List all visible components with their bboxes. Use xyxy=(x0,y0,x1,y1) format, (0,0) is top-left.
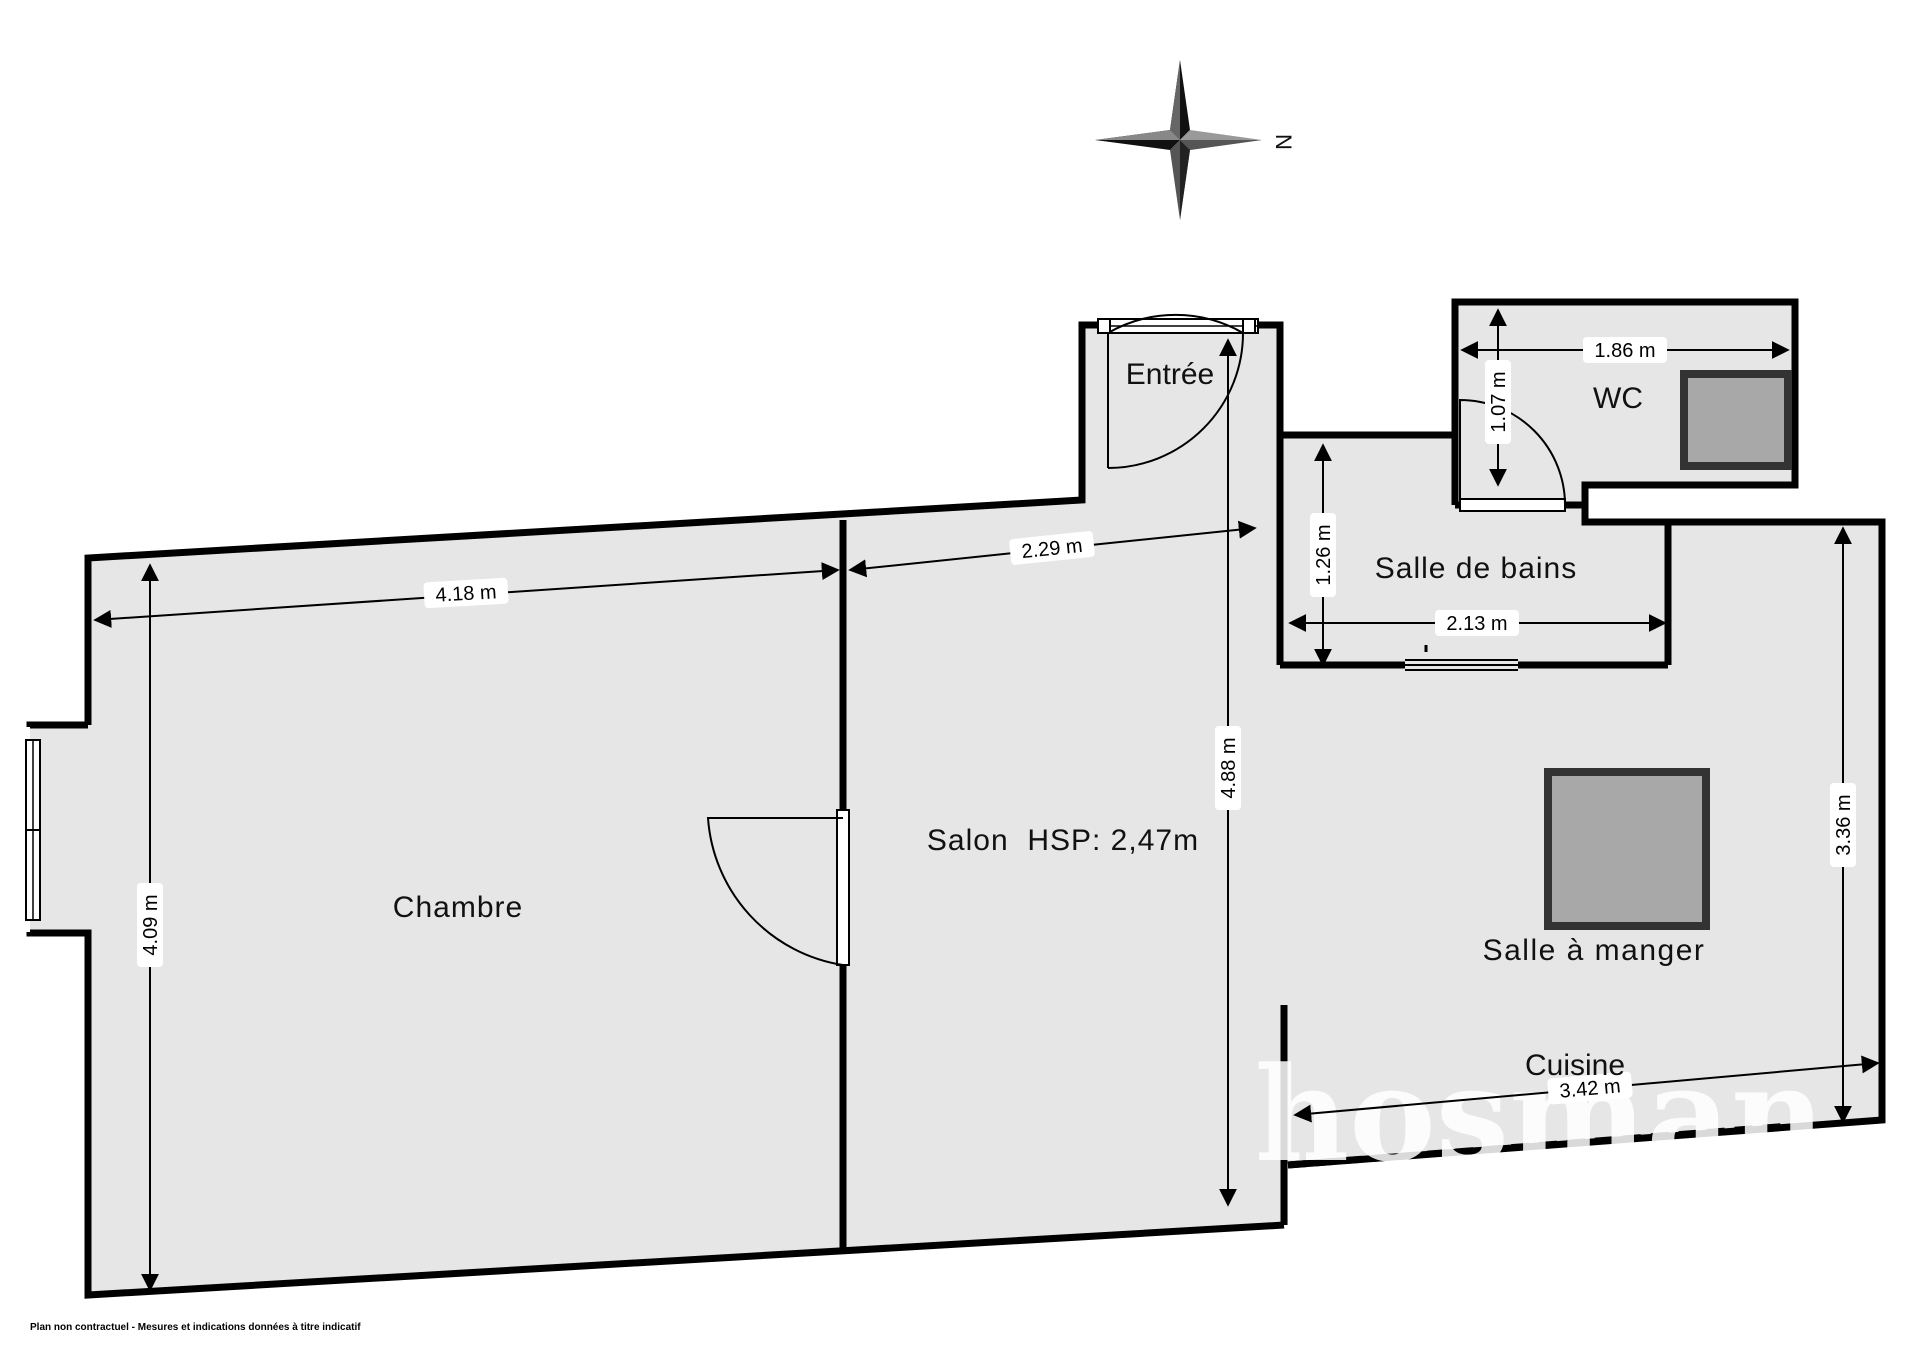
dim-chambre-width: 4.18 m xyxy=(423,577,509,609)
svg-text:4.18 m: 4.18 m xyxy=(435,581,497,606)
svg-text:3.42 m: 3.42 m xyxy=(1559,1075,1622,1102)
interior-walls xyxy=(839,435,1672,1250)
sliding-door-sdb xyxy=(1405,645,1518,671)
svg-text:4.88 m: 4.88 m xyxy=(1218,737,1240,798)
svg-text:3.36 m: 3.36 m xyxy=(1833,794,1855,855)
window-chambre xyxy=(25,739,41,921)
dining-table xyxy=(1544,768,1710,930)
room-label-cuisine: Cuisine xyxy=(1525,1049,1625,1082)
dim-salon-height: 4.88 m xyxy=(1215,726,1241,810)
room-label-salle-a-manger: Salle à manger xyxy=(1483,934,1706,967)
room-label-entree: Entrée xyxy=(1126,358,1214,391)
door-wc xyxy=(1459,398,1566,512)
room-label-chambre: Chambre xyxy=(393,891,523,924)
svg-text:4.09 m: 4.09 m xyxy=(140,894,162,955)
svg-text:1.07 m: 1.07 m xyxy=(1488,371,1510,432)
compass-icon xyxy=(1095,60,1262,220)
disclaimer-text: Plan non contractuel - Mesures et indica… xyxy=(30,1322,361,1333)
north-label: N xyxy=(1271,134,1296,150)
dim-wc-height: 1.07 m xyxy=(1485,360,1511,444)
floor-area xyxy=(30,302,1882,1295)
door-chambre-salon xyxy=(706,809,850,966)
room-label-salon: Salon HSP: 2,47m xyxy=(927,824,1199,857)
svg-text:2.13 m: 2.13 m xyxy=(1446,613,1507,635)
dim-cuisine-width: 3.42 m xyxy=(1547,1071,1633,1105)
door-entree xyxy=(1097,313,1256,469)
dim-wc-width: 1.86 m xyxy=(1583,337,1667,363)
dim-sdb-height: 1.26 m xyxy=(1310,513,1336,597)
room-label-salle-de-bains: Salle de bains xyxy=(1375,552,1577,585)
dim-sdb-width: 2.13 m xyxy=(1435,610,1519,636)
svg-text:1.86 m: 1.86 m xyxy=(1594,340,1655,362)
dim-sam-height: 3.36 m xyxy=(1830,783,1856,867)
room-label-wc: WC xyxy=(1593,382,1643,415)
dim-salon-width: 2.29 m xyxy=(1009,531,1095,565)
wc-fixture xyxy=(1680,370,1792,470)
svg-text:1.26 m: 1.26 m xyxy=(1313,524,1335,585)
exterior-walls xyxy=(26,298,1886,1299)
dim-chambre-height: 4.09 m xyxy=(137,883,163,967)
